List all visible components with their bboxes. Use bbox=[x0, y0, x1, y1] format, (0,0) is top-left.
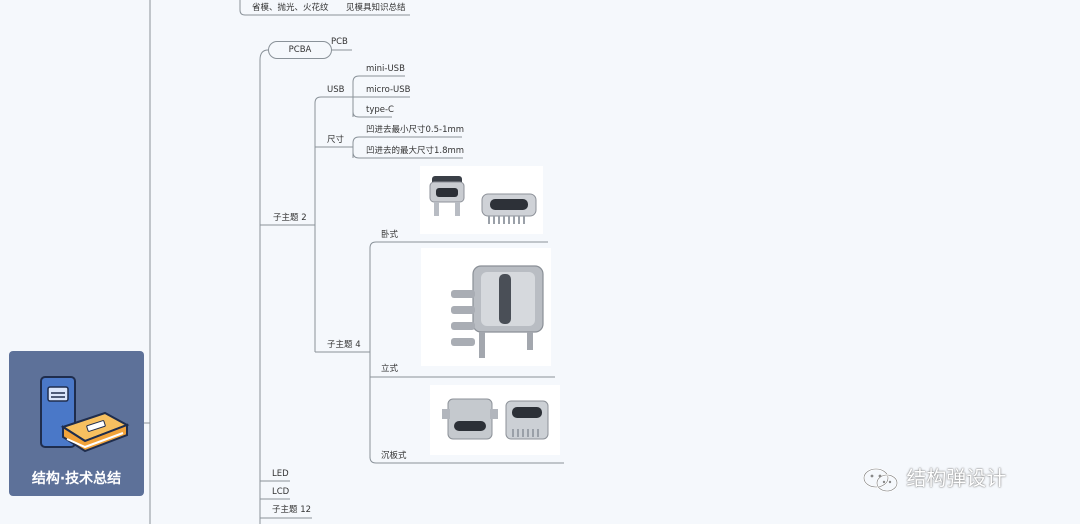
usb-node[interactable]: USB bbox=[327, 84, 344, 96]
sunk-board-type-node[interactable]: 沉板式 bbox=[381, 450, 407, 462]
lcd-node[interactable]: LCD bbox=[272, 486, 289, 498]
vertical-usb-c-image bbox=[421, 248, 551, 366]
pcba-node[interactable]: PCBA bbox=[268, 41, 332, 59]
wechat-watermark: 结构弹设计 bbox=[862, 462, 1006, 493]
root-topic-title: 结构·技术总结 bbox=[9, 468, 144, 488]
sunk-board-usb-c-image bbox=[430, 385, 560, 455]
topic2-node[interactable]: 子主题 2 bbox=[273, 212, 307, 224]
topic-mold-reference-label[interactable]: 见模具知识总结 bbox=[346, 2, 406, 14]
vertical-type-node[interactable]: 立式 bbox=[381, 363, 398, 375]
horizontal-type-node[interactable]: 卧式 bbox=[381, 229, 398, 241]
led-node[interactable]: LED bbox=[272, 468, 289, 480]
topic-finish-label[interactable]: 省模、抛光、火花纹 bbox=[252, 2, 329, 14]
topic12-node[interactable]: 子主题 12 bbox=[272, 504, 311, 516]
size-min-node[interactable]: 凹进去最小尺寸0.5-1mm bbox=[366, 124, 464, 136]
wechat-icon bbox=[862, 467, 900, 493]
books-icon bbox=[35, 371, 135, 459]
mini-usb-node[interactable]: mini-USB bbox=[366, 63, 405, 75]
micro-usb-node[interactable]: micro-USB bbox=[366, 84, 411, 96]
size-node[interactable]: 尺寸 bbox=[327, 134, 344, 146]
horizontal-usb-c-image bbox=[420, 166, 543, 234]
pcb-node[interactable]: PCB bbox=[331, 36, 348, 48]
root-topic-card[interactable]: 结构·技术总结 bbox=[9, 351, 144, 496]
watermark-text: 结构弹设计 bbox=[906, 466, 1006, 490]
size-max-node[interactable]: 凹进去的最大尺寸1.8mm bbox=[366, 145, 464, 157]
topic4-node[interactable]: 子主题 4 bbox=[327, 339, 361, 351]
type-c-node[interactable]: type-C bbox=[366, 104, 394, 116]
